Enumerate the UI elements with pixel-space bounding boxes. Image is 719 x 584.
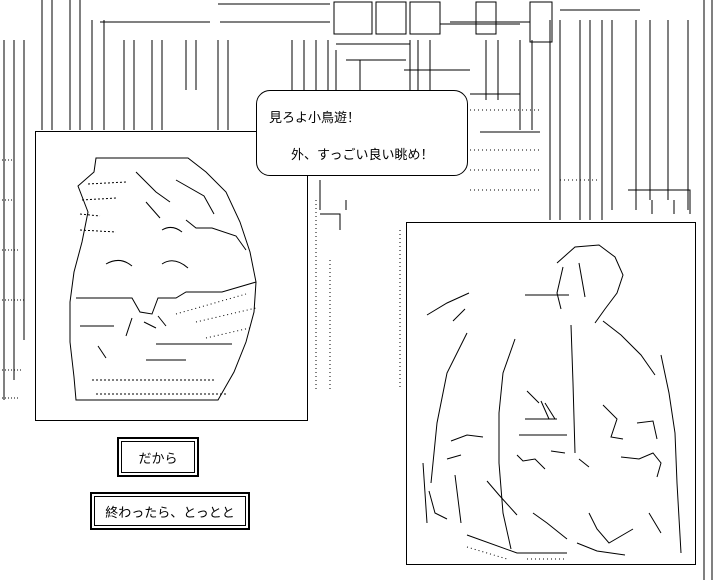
caption-dakara-text: だから [138,451,178,467]
speech-line-1: 見ろよ小鳥遊！ [269,111,361,126]
caption-owattara-text: 終わったら、とっとと [105,505,235,521]
speech-bubble: 見ろよ小鳥遊！ 外、すっごい良い眺め！ [256,90,468,176]
right-character-panel [406,222,696,565]
round-face-character-art [69,157,257,401]
caption-dakara: だから [117,437,199,477]
left-character-panel [35,131,308,421]
standing-character-art [422,244,682,560]
caption-owattara: 終わったら、とっとと [90,492,250,530]
speech-line-2: 外、すっごい良い眺め！ [291,148,434,163]
